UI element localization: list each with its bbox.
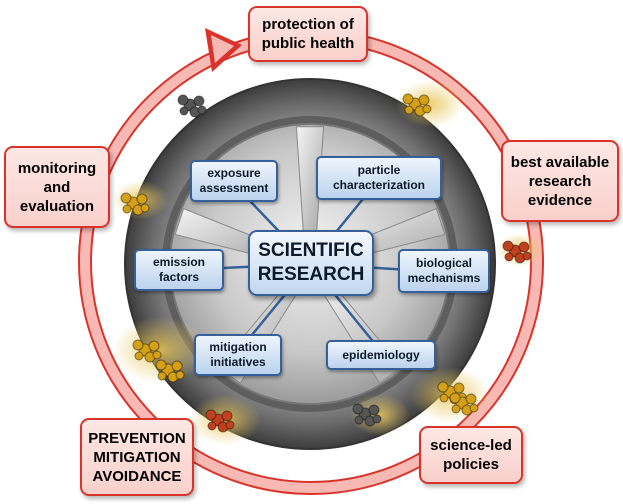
step-policies-label: science-led policies	[430, 437, 512, 473]
dust-glow	[350, 394, 410, 436]
particle	[120, 192, 132, 204]
particle	[205, 409, 217, 421]
step-monitoring-and-evaluation: monitoring and evaluation	[4, 146, 110, 228]
center-scientific-research: SCIENTIFIC RESEARCH	[248, 230, 374, 296]
particle-clusters	[112, 80, 544, 446]
particle	[132, 339, 144, 351]
particle	[469, 403, 479, 413]
step-prevention-label: PREVENTION MITIGATION AVOIDANCE	[88, 429, 186, 485]
particle	[152, 350, 162, 360]
particle	[171, 360, 183, 372]
topic-mitigation-label: mitigation initiatives	[209, 340, 267, 369]
particle	[372, 414, 382, 424]
topic-emission-label: emission factors	[152, 255, 206, 284]
step-monitoring-label: monitoring and evaluation	[17, 159, 97, 215]
particle	[225, 420, 235, 430]
topic-exposure-label: exposure assessment	[199, 166, 269, 195]
particle	[207, 421, 217, 431]
particle	[136, 193, 148, 205]
particle	[175, 370, 185, 380]
step-protection-label: protection of public health	[261, 16, 355, 52]
step-prevention-mitigation-avoidance: PREVENTION MITIGATION AVOIDANCE	[80, 418, 194, 496]
step-protection-of-public-health: protection of public health	[248, 6, 368, 62]
particle	[193, 95, 205, 107]
particle-cluster	[502, 240, 532, 264]
particle	[502, 240, 514, 252]
topic-epidemiology-label: epidemiology	[342, 347, 420, 362]
particle	[157, 371, 167, 381]
particle	[221, 410, 233, 422]
particle	[148, 340, 160, 352]
step-evidence-label: best available research evidence	[510, 153, 610, 209]
topic-mitigation-initiatives: mitigation initiatives	[194, 334, 282, 376]
particle	[197, 105, 207, 115]
topic-particle-label: particle characterization	[332, 163, 426, 192]
particle	[404, 105, 414, 115]
particle-cluster	[449, 392, 479, 416]
particle	[449, 392, 461, 404]
particle	[368, 404, 380, 416]
particle	[504, 252, 514, 262]
particle	[352, 403, 364, 415]
step-best-available-research-evidence: best available research evidence	[501, 140, 619, 222]
particle	[418, 94, 430, 106]
particle	[453, 382, 465, 394]
particle	[518, 241, 530, 253]
particle	[402, 93, 414, 105]
particle-cluster	[402, 93, 432, 117]
topic-epidemiology: epidemiology	[326, 340, 436, 370]
particle	[122, 204, 132, 214]
particle	[522, 251, 532, 261]
particle	[177, 94, 189, 106]
particle-cluster	[352, 403, 382, 427]
particle	[179, 106, 189, 116]
particle	[134, 351, 144, 361]
topic-emission-factors: emission factors	[134, 249, 224, 291]
particle	[422, 104, 432, 114]
particle	[439, 393, 449, 403]
particle-cluster	[120, 192, 150, 216]
topic-exposure-assessment: exposure assessment	[190, 160, 278, 202]
particle-cluster	[155, 359, 185, 383]
particle	[155, 359, 167, 371]
step-science-led-policies: science-led policies	[419, 426, 523, 484]
dust-glow	[112, 316, 208, 384]
topic-biological-mechanisms: biological mechanisms	[398, 249, 490, 293]
particle-cluster	[177, 94, 207, 118]
topic-particle-characterization: particle characterization	[316, 156, 442, 200]
center-label: SCIENTIFIC RESEARCH	[257, 240, 365, 285]
particle-cluster	[132, 339, 162, 363]
particle	[354, 415, 364, 425]
particle	[437, 381, 449, 393]
particle	[451, 404, 461, 414]
dust-glow	[396, 80, 464, 128]
topic-biological-label: biological mechanisms	[407, 256, 481, 285]
particle-cluster	[205, 409, 235, 433]
particle	[465, 393, 477, 405]
particle	[140, 203, 150, 213]
